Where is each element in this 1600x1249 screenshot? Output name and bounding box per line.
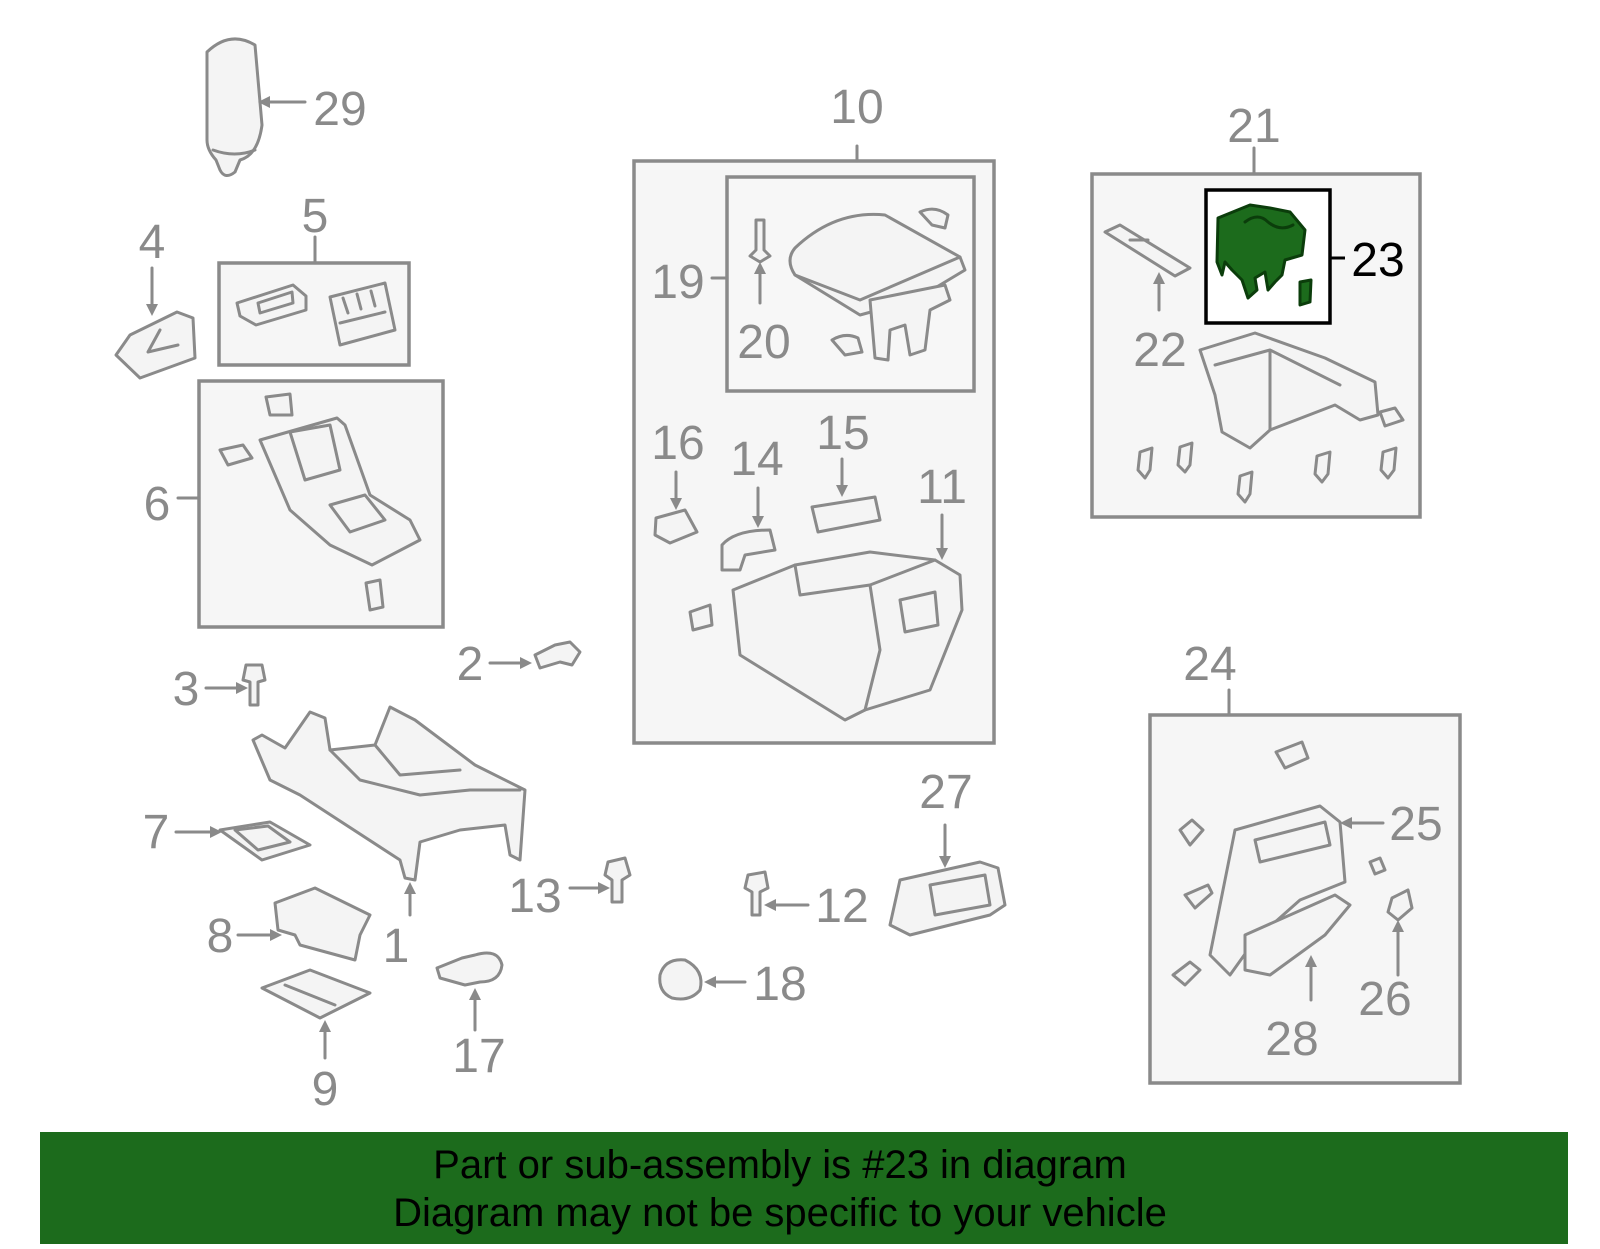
callout-29: 29: [313, 83, 366, 136]
callout-1: 1: [383, 920, 410, 973]
part-18-grommet: [658, 958, 747, 1001]
part-9: [260, 968, 372, 1060]
part-29-shift-knob: [205, 37, 307, 177]
callout-2: 2: [457, 638, 484, 691]
part-15: [810, 457, 882, 534]
banner-line-2: Diagram may not be specific to your vehi…: [393, 1191, 1167, 1235]
callout-13: 13: [508, 870, 561, 923]
part-19-armrest-lid: [710, 144, 967, 362]
part-8: [236, 886, 372, 962]
part-14: [720, 486, 777, 572]
part-3-bolt: [204, 663, 267, 707]
part-5-switches: [235, 235, 397, 347]
callout-12: 12: [815, 880, 868, 933]
part-1-console-body: [251, 705, 527, 917]
part-21-trim-panel: [1136, 146, 1405, 504]
callout-24: 24: [1183, 638, 1236, 691]
part-17-clip: [435, 951, 504, 1032]
callout-5: 5: [302, 190, 329, 243]
callout-11: 11: [917, 461, 967, 514]
part-24-rear-panel: [1171, 688, 1414, 1002]
part-2-screw: [488, 640, 582, 670]
callout-17: 17: [452, 1030, 505, 1083]
callout-6: 6: [144, 478, 171, 531]
callout-21: 21: [1227, 100, 1280, 153]
callout-8: 8: [207, 910, 234, 963]
callout-20: 20: [737, 316, 790, 369]
part-16: [653, 470, 699, 545]
callout-26: 26: [1358, 973, 1411, 1026]
part-6-console-panel: [176, 392, 422, 612]
part-27-switch-bezel: [888, 823, 1007, 937]
callout-7: 7: [143, 806, 170, 859]
callout-10: 10: [830, 81, 883, 134]
part-7: [174, 820, 312, 862]
callout-28: 28: [1265, 1013, 1318, 1066]
part-23-highlighted: [1204, 188, 1345, 325]
part-4: [114, 266, 197, 380]
part-12-bolt: [743, 870, 810, 917]
callout-3: 3: [173, 663, 200, 716]
callout-22: 22: [1133, 324, 1186, 377]
callout-4: 4: [139, 216, 166, 269]
callout-9: 9: [312, 1063, 339, 1116]
callout-23: 23: [1351, 234, 1404, 287]
part-13-bolt: [568, 856, 632, 904]
part-22-bracket: [1103, 223, 1192, 312]
callout-14: 14: [730, 433, 783, 486]
callout-27: 27: [919, 766, 972, 819]
part-11-console-box: [688, 513, 964, 722]
info-banner: Part or sub-assembly is #23 in diagram D…: [40, 1132, 1568, 1244]
callout-18: 18: [753, 958, 806, 1011]
banner-line-1: Part or sub-assembly is #23 in diagram: [433, 1143, 1127, 1187]
callout-16: 16: [651, 417, 704, 470]
callout-19: 19: [651, 256, 704, 309]
callout-25: 25: [1389, 798, 1442, 851]
callout-15: 15: [816, 407, 869, 460]
